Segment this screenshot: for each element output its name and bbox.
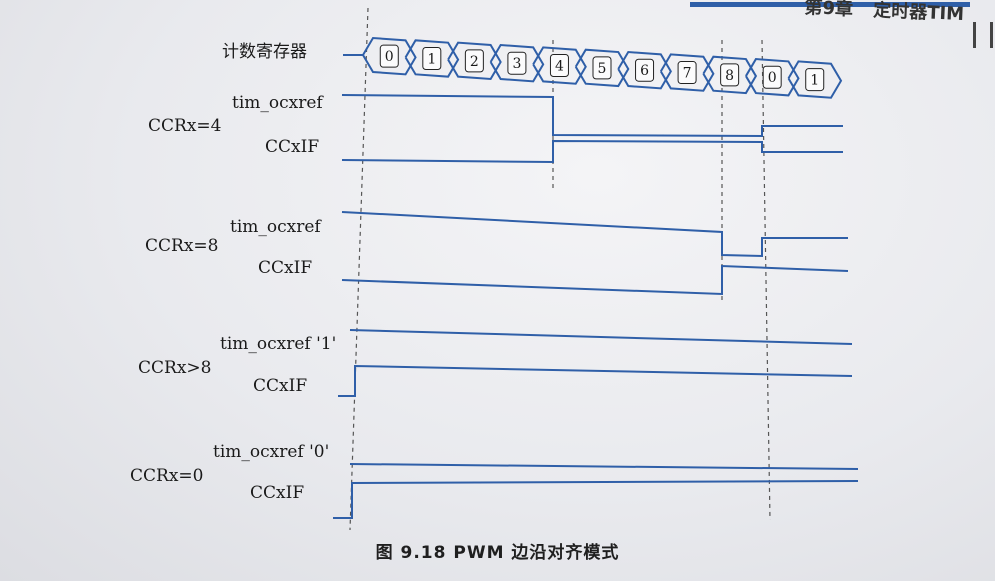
group-3-flag-label: CCxIF bbox=[253, 376, 307, 396]
counter-value-box bbox=[592, 56, 612, 80]
counter-value-box bbox=[762, 65, 782, 89]
group-1-ref-label: tim_ocxref bbox=[232, 93, 324, 113]
counter-cells: 0 1 2 3 4 5 6 7 8 0 1 bbox=[343, 36, 843, 99]
counter-cell bbox=[787, 60, 843, 99]
counter-value: 2 bbox=[470, 54, 479, 70]
group-3-condition: CCRx>8 bbox=[138, 358, 211, 378]
margin-marker bbox=[973, 22, 993, 48]
group-2-ocxref-wave bbox=[341, 211, 848, 258]
counter-value-box bbox=[635, 58, 655, 82]
group-4-ccxif-wave bbox=[333, 480, 859, 519]
counter-cell bbox=[362, 36, 417, 76]
counter-value-box bbox=[549, 54, 569, 78]
counter-cell bbox=[532, 46, 587, 85]
counter-value: 6 bbox=[640, 63, 649, 79]
counter-value: 3 bbox=[512, 56, 521, 72]
counter-cell bbox=[404, 39, 460, 78]
group-4-flag-label: CCxIF bbox=[250, 483, 304, 503]
group-4-ocxref-wave bbox=[349, 463, 859, 470]
figure-caption: 图 9.18 PWM 边沿对齐模式 bbox=[375, 543, 620, 563]
counter-value-box bbox=[805, 68, 825, 92]
counter-value: 4 bbox=[555, 59, 564, 75]
counter-value-box bbox=[464, 49, 484, 73]
counter-cell bbox=[659, 53, 715, 92]
counter-cell bbox=[617, 50, 672, 90]
header-rule bbox=[690, 2, 970, 7]
counter-value: 0 bbox=[385, 49, 394, 65]
group-1-ccxif-wave bbox=[341, 139, 843, 164]
waveforms bbox=[333, 94, 859, 519]
group-2-ref-label: tim_ocxref bbox=[230, 217, 322, 237]
group-2-flag-label: CCxIF bbox=[258, 258, 312, 278]
group-3-ref-label: tim_ocxref '1' bbox=[220, 334, 336, 354]
counter-value-box bbox=[720, 63, 740, 87]
group-1-condition: CCRx=4 bbox=[148, 116, 221, 136]
ref-line-overflow bbox=[761, 39, 771, 521]
counter-value-box bbox=[379, 44, 399, 68]
group-2-condition: CCRx=8 bbox=[145, 236, 218, 256]
counter-value: 1 bbox=[810, 73, 819, 89]
counter-cell bbox=[489, 43, 545, 83]
counter-value: 1 bbox=[427, 52, 436, 68]
counter-cell bbox=[574, 48, 630, 88]
counter-value: 5 bbox=[598, 61, 607, 77]
counter-value: 0 bbox=[768, 70, 777, 86]
counter-value-box bbox=[507, 51, 527, 75]
counter-cell bbox=[702, 55, 758, 95]
group-3-ccxif-wave bbox=[338, 364, 853, 397]
counter-cell bbox=[447, 41, 502, 81]
counter-value: 7 bbox=[683, 66, 692, 82]
counter-cell bbox=[745, 58, 800, 97]
counter-label: 计数寄存器 bbox=[222, 42, 307, 62]
group-3-ocxref-wave bbox=[349, 329, 853, 345]
counter-value-box bbox=[677, 61, 697, 85]
group-2-ccxif-wave bbox=[341, 264, 849, 296]
group-1-ocxref-wave bbox=[341, 94, 843, 138]
ref-line-start bbox=[349, 7, 369, 531]
group-1-flag-label: CCxIF bbox=[265, 137, 319, 157]
group-4-ref-label: tim_ocxref '0' bbox=[213, 442, 329, 462]
group-4-condition: CCRx=0 bbox=[130, 466, 203, 486]
counter-value: 8 bbox=[725, 68, 734, 84]
counter-value-box bbox=[422, 47, 442, 71]
